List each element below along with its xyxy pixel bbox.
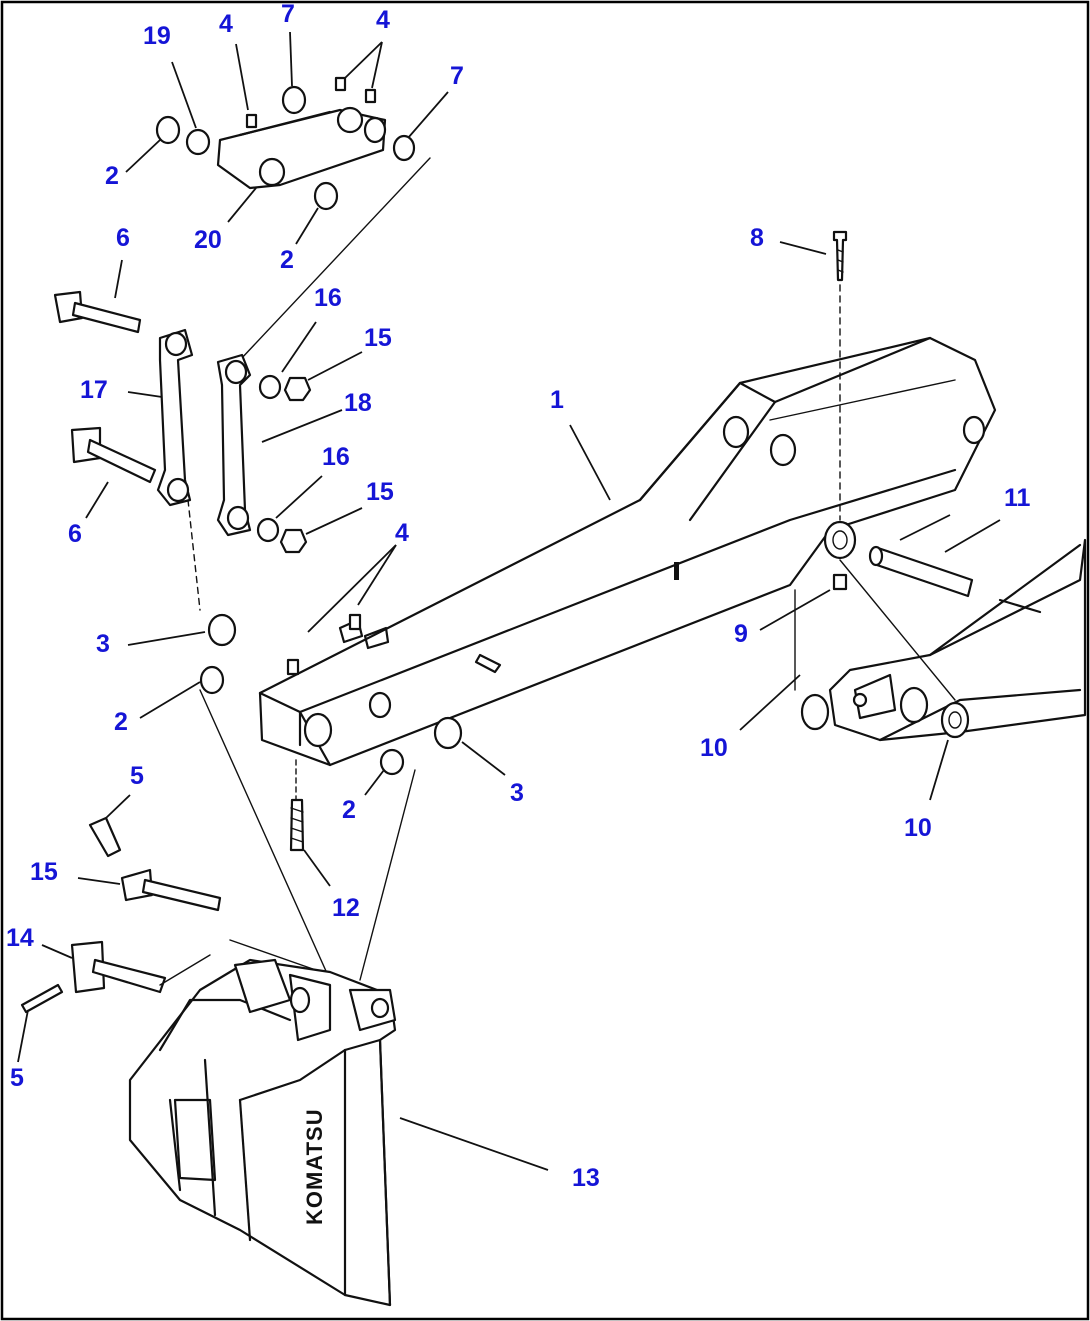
part-3-bushing-2 — [433, 716, 463, 750]
callout-11: 11 — [1004, 484, 1031, 512]
bucket-pins — [20, 816, 331, 1014]
callout-20: 20 — [194, 226, 222, 254]
callout-17: 17 — [80, 376, 108, 404]
part-4-fitting-5 — [348, 613, 362, 631]
callout-14: 14 — [6, 924, 34, 952]
part-16-washer-2 — [256, 517, 280, 543]
part-18-link — [216, 353, 252, 537]
part-6-pin-2 — [86, 438, 157, 484]
part-8-bolt — [832, 230, 848, 282]
callout-4-top-left: 4 — [219, 10, 233, 38]
callout-4-top-right: 4 — [376, 6, 390, 34]
part-12-spring — [289, 798, 305, 852]
callout-15-lower: 15 — [30, 858, 58, 886]
callout-15-upper: 15 — [364, 324, 392, 352]
callout-5-lower: 5 — [10, 1064, 24, 1092]
part-4-fitting-4 — [286, 658, 300, 676]
callout-6-lower: 6 — [68, 520, 82, 548]
part-5-cotter-2 — [20, 983, 64, 1014]
brand-text: KOMATSU — [302, 1108, 327, 1225]
callout-6-upper: 6 — [116, 224, 130, 252]
arm — [258, 336, 997, 767]
bucket: KOMATSU — [128, 958, 397, 1307]
part-2-bushing-4 — [379, 748, 405, 776]
part-17-link — [156, 328, 194, 507]
callout-3-left: 3 — [96, 630, 110, 658]
part-15-nut-2 — [279, 528, 308, 554]
callout-12: 12 — [332, 894, 360, 922]
part-10-ring-2 — [940, 701, 970, 739]
part-2-bushing — [155, 115, 181, 145]
boom — [828, 538, 1087, 742]
part-11-pin — [872, 546, 974, 598]
part-15-pin — [141, 878, 222, 912]
part-16-washer — [258, 374, 282, 400]
callout-10-left: 10 — [700, 734, 728, 762]
part-10-ring — [800, 693, 830, 731]
callout-7-top: 7 — [281, 0, 295, 28]
part-14-pin — [91, 958, 167, 994]
callout-10-right: 10 — [904, 814, 932, 842]
callout-19: 19 — [143, 22, 171, 50]
callout-8: 8 — [750, 224, 764, 252]
top-link-assembly — [155, 76, 431, 361]
callout-15-middle: 15 — [366, 478, 394, 506]
part-7-bushing — [281, 85, 307, 115]
part-9-grease-fitting — [832, 573, 848, 591]
part-3-bushing — [207, 613, 237, 647]
callout-13: 13 — [572, 1164, 600, 1192]
callout-9: 9 — [734, 620, 748, 648]
callout-1: 1 — [550, 386, 564, 414]
callout-2-top: 2 — [280, 246, 294, 274]
callout-4-arm: 4 — [395, 519, 409, 547]
part-4-fitting-3 — [364, 88, 377, 104]
part-2-bushing-2 — [313, 181, 339, 211]
part-5-cotter — [88, 816, 122, 858]
callout-7-right: 7 — [450, 62, 464, 90]
boom-pin-group — [794, 230, 974, 739]
part-4-fitting — [245, 113, 258, 129]
part-14-pin-head — [70, 940, 106, 994]
part-10-ring-upper — [823, 520, 857, 560]
callout-16-lower: 16 — [322, 443, 350, 471]
link-group — [53, 290, 312, 611]
part-7-bushing-2 — [392, 134, 416, 162]
callout-labels: 19 4 7 4 7 2 20 2 6 17 6 16 15 18 16 15 … — [6, 0, 1031, 1192]
callout-3-right: 3 — [510, 779, 524, 807]
part-4-fitting-2 — [334, 76, 347, 92]
part-6-pin — [71, 301, 142, 334]
callout-5-upper: 5 — [130, 762, 144, 790]
callout-2-arm-bottom: 2 — [342, 796, 356, 824]
arm-tip-bushings — [199, 613, 463, 981]
part-15-nut — [283, 376, 312, 402]
leader-lines — [17, 31, 1001, 1171]
part-19-bushing — [185, 128, 211, 156]
callout-2-top-left: 2 — [105, 162, 119, 190]
callout-18: 18 — [344, 389, 372, 417]
callout-16-upper: 16 — [314, 284, 342, 312]
part-2-bushing-3 — [199, 665, 225, 695]
callout-2-arm-left: 2 — [114, 708, 128, 736]
